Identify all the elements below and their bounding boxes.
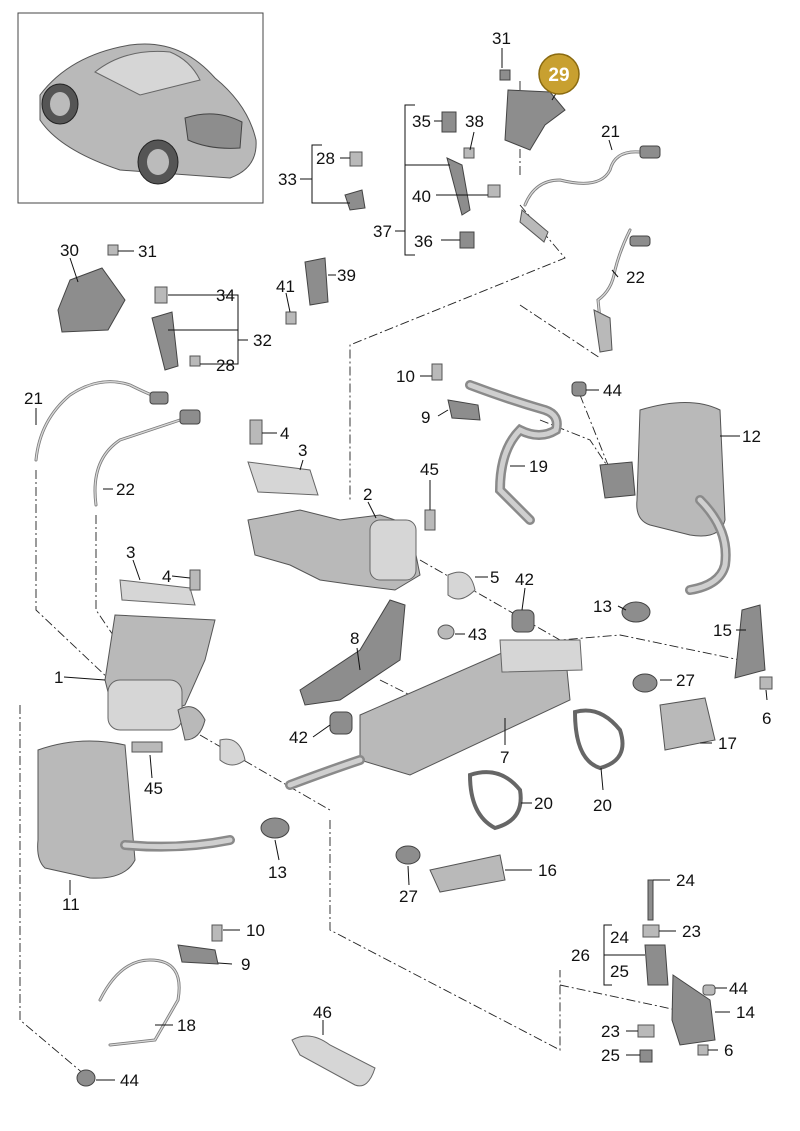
callout-4[interactable]: 4: [162, 567, 171, 586]
callout-41[interactable]: 41: [276, 277, 295, 296]
callout-6[interactable]: 6: [724, 1041, 733, 1060]
callout-24[interactable]: 24: [676, 871, 695, 890]
callout-44[interactable]: 44: [603, 381, 622, 400]
callout-4[interactable]: 4: [280, 424, 289, 443]
callout-11[interactable]: 11: [62, 895, 80, 914]
callout-43[interactable]: 43: [468, 625, 487, 644]
callout-33[interactable]: 33: [278, 170, 297, 189]
callout-24[interactable]: 24: [610, 928, 629, 947]
callout-3[interactable]: 3: [298, 441, 307, 460]
callout-26[interactable]: 26: [571, 946, 590, 965]
callout-34[interactable]: 34: [216, 286, 235, 305]
callout-20[interactable]: 20: [534, 794, 553, 813]
callout-23[interactable]: 23: [601, 1022, 620, 1041]
callout-44[interactable]: 44: [120, 1071, 139, 1090]
callout-40[interactable]: 40: [412, 187, 431, 206]
callout-8[interactable]: 8: [350, 629, 359, 648]
callout-37[interactable]: 37: [373, 222, 392, 241]
callout-42[interactable]: 42: [289, 728, 308, 747]
callout-27[interactable]: 27: [399, 887, 418, 906]
callout-20[interactable]: 20: [593, 796, 612, 815]
callout-44[interactable]: 44: [729, 979, 748, 998]
callout-10[interactable]: 10: [246, 921, 265, 940]
callout-32[interactable]: 32: [253, 331, 272, 350]
callout-28[interactable]: 28: [216, 356, 235, 375]
callout-19[interactable]: 19: [529, 457, 548, 476]
callout-36[interactable]: 36: [414, 232, 433, 251]
callout-9[interactable]: 9: [421, 408, 430, 427]
callout-16[interactable]: 16: [538, 861, 557, 880]
callout-30[interactable]: 30: [60, 241, 79, 260]
callout-15[interactable]: 15: [713, 621, 732, 640]
callout-2[interactable]: 2: [363, 485, 372, 504]
callout-22[interactable]: 22: [626, 268, 645, 287]
callout-42[interactable]: 42: [515, 570, 534, 589]
callout-39[interactable]: 39: [337, 266, 356, 285]
callout-23[interactable]: 23: [682, 922, 701, 941]
callout-21[interactable]: 21: [601, 122, 620, 141]
callout-28[interactable]: 28: [316, 149, 335, 168]
callout-22[interactable]: 22: [116, 480, 135, 499]
callout-labels: 31 21 35 38 40 37 36 28 33 22 30 31 34 3…: [24, 29, 771, 1090]
highlight-badge-29[interactable]: 29: [538, 53, 580, 95]
leader-lines: [35, 48, 768, 1081]
bolt-31-top: [499, 69, 511, 81]
callout-29[interactable]: 29: [548, 65, 569, 86]
callout-17[interactable]: 17: [718, 734, 737, 753]
highlight-badge[interactable]: [538, 53, 580, 95]
vehicle-thumbnail: [17, 12, 264, 204]
callout-45[interactable]: 45: [420, 460, 439, 479]
callout-1[interactable]: 1: [54, 668, 63, 687]
callout-9[interactable]: 9: [241, 955, 250, 974]
callout-45[interactable]: 45: [144, 779, 163, 798]
callout-25[interactable]: 25: [610, 962, 629, 981]
callout-31[interactable]: 31: [138, 242, 157, 261]
callout-27[interactable]: 27: [676, 671, 695, 690]
callout-25[interactable]: 25: [601, 1046, 620, 1065]
callout-5[interactable]: 5: [490, 568, 499, 587]
callout-10[interactable]: 10: [396, 367, 415, 386]
callout-38[interactable]: 38: [465, 112, 484, 131]
callout-13[interactable]: 13: [268, 863, 287, 882]
bracket-29: [504, 89, 566, 151]
callout-7[interactable]: 7: [500, 748, 509, 767]
callout-3[interactable]: 3: [126, 543, 135, 562]
callout-21[interactable]: 21: [24, 389, 43, 408]
callout-12[interactable]: 12: [742, 427, 761, 446]
callout-18[interactable]: 18: [177, 1016, 196, 1035]
callout-46[interactable]: 46: [313, 1003, 332, 1022]
callout-35[interactable]: 35: [412, 112, 431, 131]
callout-6[interactable]: 6: [762, 709, 771, 728]
callout-13[interactable]: 13: [593, 597, 612, 616]
parts: [34, 69, 773, 1087]
callout-14[interactable]: 14: [736, 1003, 755, 1022]
callout-31[interactable]: 31: [492, 29, 511, 48]
